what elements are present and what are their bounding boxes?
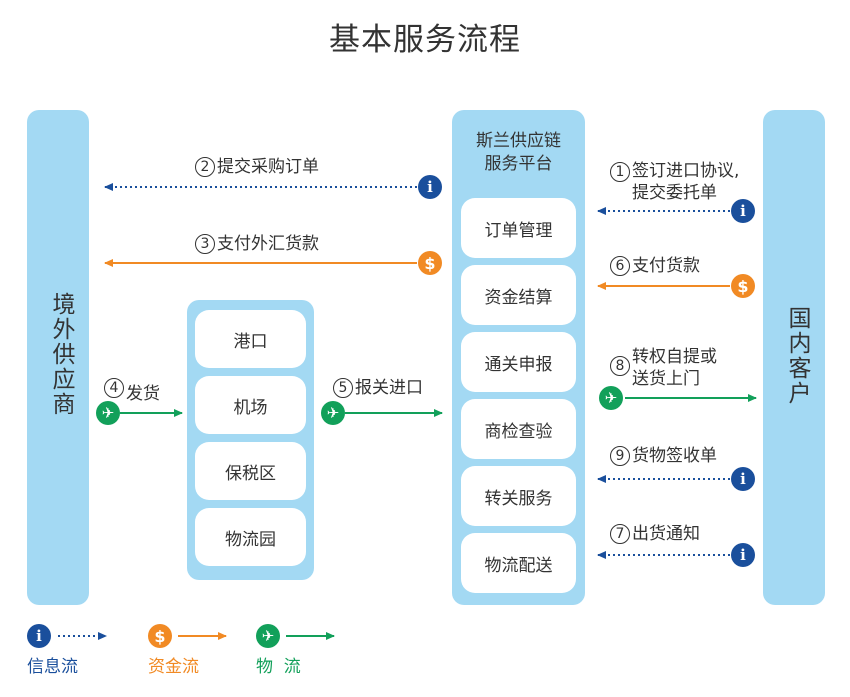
step5-number: 5 xyxy=(333,378,353,398)
step1-number: 1 xyxy=(610,162,630,182)
step8-label: 8 转权自提或 送货上门 xyxy=(610,346,717,390)
step6-text: 支付货款 xyxy=(632,256,700,276)
step1-text-line2: 提交委托单 xyxy=(632,183,717,203)
step9-number: 9 xyxy=(610,446,630,466)
step4-text: 发货 xyxy=(126,384,160,404)
platform-title-line2: 服务平台 xyxy=(484,154,553,174)
info-icon: i xyxy=(418,175,442,199)
location-bonded-zone: 保税区 xyxy=(195,442,306,500)
step8-number: 8 xyxy=(610,356,630,376)
step8-text-line1: 转权自提或 xyxy=(632,347,717,367)
step6-number: 6 xyxy=(610,256,630,276)
legend-info-label: 信息流 xyxy=(27,657,78,677)
location-logistics-park: 物流园 xyxy=(195,508,306,566)
step8-text-line2: 送货上门 xyxy=(632,369,700,389)
plane-icon: ✈ xyxy=(321,401,345,425)
service-logistics-delivery: 物流配送 xyxy=(461,533,576,593)
overseas-supplier-label: 境外供应商 xyxy=(48,292,74,417)
legend-goods-label: 物 流 xyxy=(256,657,301,677)
location-airport: 机场 xyxy=(195,376,306,434)
legend-money-icon: $ xyxy=(148,624,172,648)
step2-text: 提交采购订单 xyxy=(217,157,319,177)
step5-text: 报关进口 xyxy=(355,378,423,398)
legend-info-icon: i xyxy=(27,624,51,648)
overseas-supplier-column: 境外供应商 xyxy=(27,110,89,605)
service-customs-declaration: 通关申报 xyxy=(461,332,576,392)
platform-panel: 斯兰供应链 服务平台 订单管理 资金结算 通关申报 商检查验 转关服务 物流配送 xyxy=(452,110,585,605)
page-title: 基本服务流程 xyxy=(329,22,521,58)
legend-money-label: 资金流 xyxy=(148,657,199,677)
step3-number: 3 xyxy=(195,234,215,254)
money-icon: $ xyxy=(418,251,442,275)
locations-panel: 港口 机场 保税区 物流园 xyxy=(187,300,314,580)
plane-icon: ✈ xyxy=(599,386,623,410)
location-port: 港口 xyxy=(195,310,306,368)
plane-icon: ✈ xyxy=(96,401,120,425)
service-inspection: 商检查验 xyxy=(461,399,576,459)
step1-text-line1: 签订进口协议, xyxy=(632,161,740,181)
domestic-customer-column: 国内客户 xyxy=(763,110,825,605)
step1-label: 1 签订进口协议, 提交委托单 xyxy=(610,160,739,204)
step7-number: 7 xyxy=(610,524,630,544)
info-icon: i xyxy=(731,199,755,223)
legend-plane-icon: ✈ xyxy=(256,624,280,648)
step4-number: 4 xyxy=(104,378,124,398)
domestic-customer-label: 国内客户 xyxy=(784,306,810,406)
platform-title-line1: 斯兰供应链 xyxy=(476,131,561,151)
service-transit: 转关服务 xyxy=(461,466,576,526)
service-order-management: 订单管理 xyxy=(461,198,576,258)
step9-text: 货物签收单 xyxy=(632,446,717,466)
step7-text: 出货通知 xyxy=(632,524,700,544)
step3-text: 支付外汇货款 xyxy=(217,234,319,254)
info-icon: i xyxy=(731,543,755,567)
step2-number: 2 xyxy=(195,157,215,177)
money-icon: $ xyxy=(731,274,755,298)
info-icon: i xyxy=(731,467,755,491)
service-fund-settlement: 资金结算 xyxy=(461,265,576,325)
